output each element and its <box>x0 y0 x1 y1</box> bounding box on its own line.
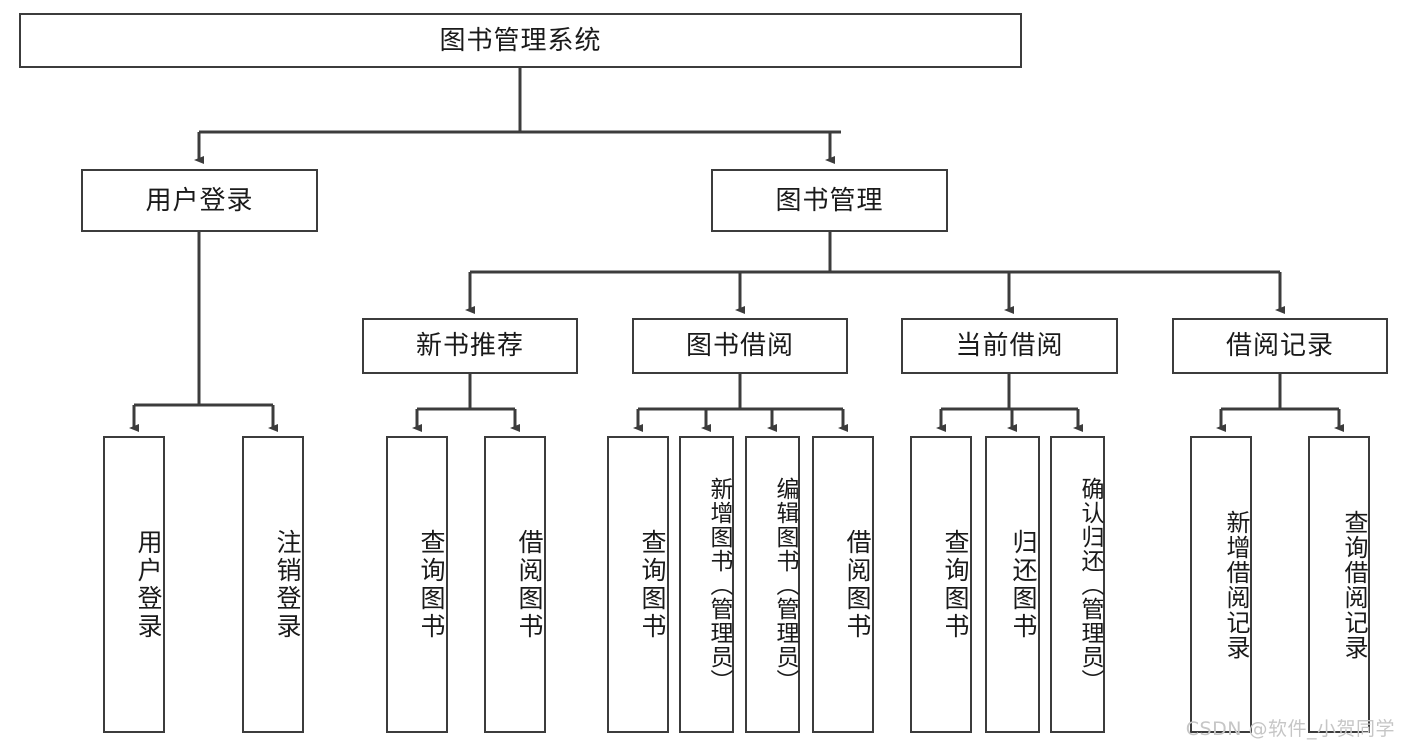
leaf-confirm-return-admin[interactable]: 确认归还（管理员） <box>1050 436 1105 733</box>
leaf-borrow-book-label: 借阅图书 <box>843 528 872 641</box>
leaf-borrow-book[interactable]: 借阅图书 <box>812 436 874 733</box>
leaf-return-book[interactable]: 归还图书 <box>985 436 1040 733</box>
node-book-management[interactable]: 图书管理 <box>711 169 948 232</box>
node-new-book-recommend-label: 新书推荐 <box>415 331 524 361</box>
node-new-book-recommend[interactable]: 新书推荐 <box>362 318 578 374</box>
leaf-confirm-return-admin-label: 确认归还（管理员） <box>1077 476 1103 693</box>
node-root[interactable]: 图书管理系统 <box>19 13 1022 68</box>
node-current-borrow[interactable]: 当前借阅 <box>901 318 1118 374</box>
leaf-add-borrow-record-label: 新增借阅记录 <box>1222 509 1250 660</box>
leaf-query-book-rec[interactable]: 查询图书 <box>386 436 448 733</box>
leaf-borrow-book-rec-label: 借阅图书 <box>515 528 544 641</box>
csdn-watermark: CSDN @软件_小贺同学 <box>1185 718 1395 740</box>
node-current-borrow-label: 当前借阅 <box>955 331 1064 361</box>
node-user-login-label: 用户登录 <box>145 185 254 216</box>
leaf-add-borrow-record[interactable]: 新增借阅记录 <box>1190 436 1252 733</box>
node-book-borrow[interactable]: 图书借阅 <box>632 318 848 374</box>
node-borrow-record[interactable]: 借阅记录 <box>1172 318 1388 374</box>
node-book-borrow-label: 图书借阅 <box>685 331 794 361</box>
leaf-user-login[interactable]: 用户登录 <box>103 436 165 733</box>
leaf-user-login-label: 用户登录 <box>134 528 163 641</box>
leaf-return-book-label: 归还图书 <box>1009 528 1038 641</box>
leaf-logout[interactable]: 注销登录 <box>242 436 304 733</box>
leaf-query-book-rec-label: 查询图书 <box>417 528 446 641</box>
leaf-query-book-borrow[interactable]: 查询图书 <box>607 436 669 733</box>
leaf-borrow-book-rec[interactable]: 借阅图书 <box>484 436 546 733</box>
leaf-query-book-borrow-label: 查询图书 <box>638 528 667 641</box>
leaf-edit-book-admin[interactable]: 编辑图书（管理员） <box>745 436 800 733</box>
leaf-query-book-current-label: 查询图书 <box>941 528 970 641</box>
leaf-add-book-admin-label: 新增图书（管理员） <box>706 476 732 693</box>
node-borrow-record-label: 借阅记录 <box>1225 331 1334 361</box>
node-user-login[interactable]: 用户登录 <box>81 169 318 232</box>
node-book-management-label: 图书管理 <box>775 185 884 216</box>
leaf-query-borrow-record-label: 查询借阅记录 <box>1340 509 1368 660</box>
leaf-edit-book-admin-label: 编辑图书（管理员） <box>772 476 798 693</box>
leaf-query-book-current[interactable]: 查询图书 <box>910 436 972 733</box>
node-root-label: 图书管理系统 <box>439 25 602 56</box>
leaf-logout-label: 注销登录 <box>273 528 302 641</box>
leaf-query-borrow-record[interactable]: 查询借阅记录 <box>1308 436 1370 733</box>
leaf-add-book-admin[interactable]: 新增图书（管理员） <box>679 436 734 733</box>
